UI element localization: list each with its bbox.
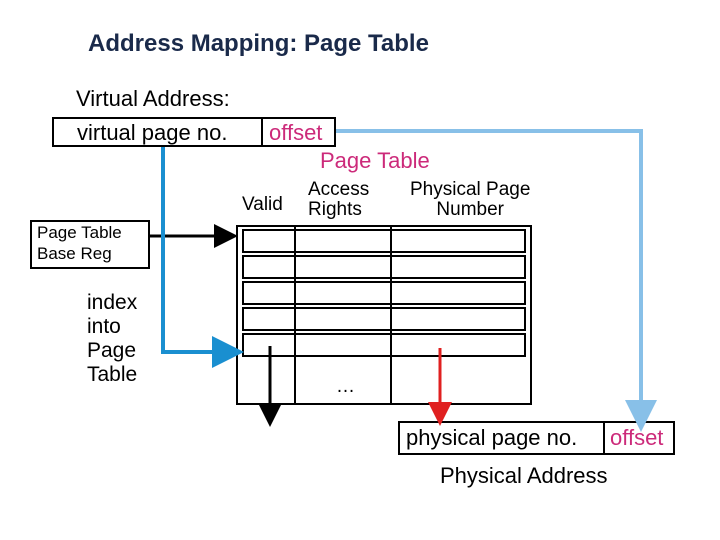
ptbr-line-2: Base Reg <box>37 244 112 263</box>
page-table-grid <box>236 225 532 405</box>
physical-address-label: Physical Address <box>440 463 608 488</box>
table-row <box>242 229 526 253</box>
table-row <box>242 281 526 305</box>
virtual-page-number: virtual page no. <box>77 120 228 145</box>
offset-passthrough-arrow <box>336 129 657 432</box>
index-line-1: index <box>87 291 138 314</box>
virtual-address-box: virtual page no. offset <box>52 117 336 147</box>
table-row <box>242 307 526 331</box>
physical-address-divider <box>603 423 605 453</box>
index-label: index into Page Table <box>87 291 137 387</box>
virtual-page-index-arrow <box>161 147 244 368</box>
table-ellipsis: … <box>336 376 355 397</box>
virtual-address-divider <box>261 119 263 145</box>
virtual-offset: offset <box>269 120 323 145</box>
virtual-address-label: Virtual Address: <box>76 86 230 111</box>
ptbr-line-1: Page Table <box>37 223 122 242</box>
physical-address-box: physical page no. offset <box>398 421 675 455</box>
page-table-base-reg-label: Page Table Base Reg <box>37 222 122 264</box>
column-header-valid: Valid <box>242 194 283 215</box>
table-row <box>242 255 526 279</box>
access-line-2: Rights <box>308 199 362 220</box>
column-divider <box>390 227 392 403</box>
diagram-title: Address Mapping: Page Table <box>88 30 429 57</box>
access-line-1: Access <box>308 179 370 200</box>
page-table-title: Page Table <box>320 148 430 173</box>
index-line-2: into <box>87 315 121 338</box>
ppn-line-2: Number <box>436 199 504 220</box>
ppn-line-1: Physical Page <box>410 179 531 200</box>
index-line-3: Page <box>87 339 137 362</box>
index-line-4: Table <box>87 363 138 386</box>
physical-page-number: physical page no. <box>406 425 578 450</box>
column-header-physical-page-number: Physical Page Number <box>410 180 530 220</box>
column-header-access-rights: Access Rights <box>308 180 369 220</box>
page-table-base-reg-box <box>30 220 150 269</box>
column-divider <box>294 227 296 403</box>
